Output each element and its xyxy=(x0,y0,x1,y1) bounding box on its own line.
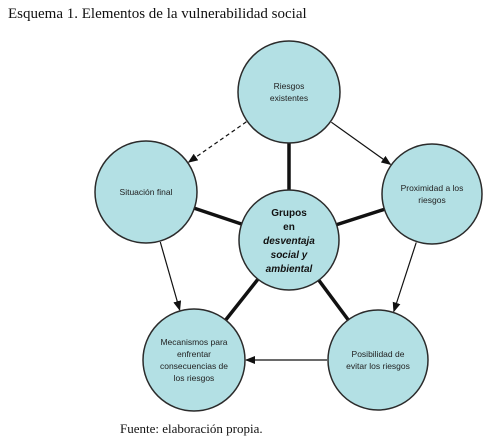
node-label: consecuencias de xyxy=(160,361,228,371)
center-label: Grupos xyxy=(271,208,307,219)
node-label: Situación final xyxy=(120,187,173,197)
node-circle xyxy=(381,143,483,245)
node-label: enfrentar xyxy=(177,349,211,359)
arrow-riesgos-to-proximidad xyxy=(330,121,392,165)
node-label: Proximidad a los xyxy=(401,183,464,193)
node-mecanismos: Mecanismos para enfrentar consecuencias de… xyxy=(142,308,246,412)
center-label: ambiental xyxy=(266,264,313,275)
arrow-proximidad-to-posibilidad xyxy=(392,242,417,313)
source-note: Fuente: elaboración propia. xyxy=(120,421,263,436)
center-label: social y xyxy=(271,250,308,261)
arrow-riesgos-to-situacion xyxy=(187,121,247,163)
node-label: Riesgos xyxy=(274,81,305,91)
node-circle xyxy=(237,40,341,144)
node-proximidad: Proximidad a los riesgos xyxy=(381,143,483,245)
arrow-situacion-to-mecanismos xyxy=(159,241,182,311)
node-circle xyxy=(327,309,429,411)
node-label: Mecanismos para xyxy=(160,337,227,347)
center-circle xyxy=(238,189,340,291)
center-label: en xyxy=(283,222,295,233)
node-label: Posibilidad de xyxy=(352,349,405,359)
node-label: existentes xyxy=(270,93,308,103)
node-label: evitar los riesgos xyxy=(346,361,410,371)
center-label: desventaja xyxy=(263,236,315,247)
node-circle xyxy=(142,308,246,412)
node-situacion: Situación final xyxy=(94,140,198,244)
node-posibilidad: Posibilidad de evitar los riesgos xyxy=(327,309,429,411)
node-label: riesgos xyxy=(418,195,445,205)
node-circle xyxy=(94,140,198,244)
node-riesgos: Riesgos existentes xyxy=(237,40,341,144)
figure-title: Esquema 1. Elementos de la vulnerabilida… xyxy=(8,6,307,22)
node-center: Grupos en desventaja social y ambiental xyxy=(238,189,340,291)
node-label: los riesgos xyxy=(174,373,215,383)
